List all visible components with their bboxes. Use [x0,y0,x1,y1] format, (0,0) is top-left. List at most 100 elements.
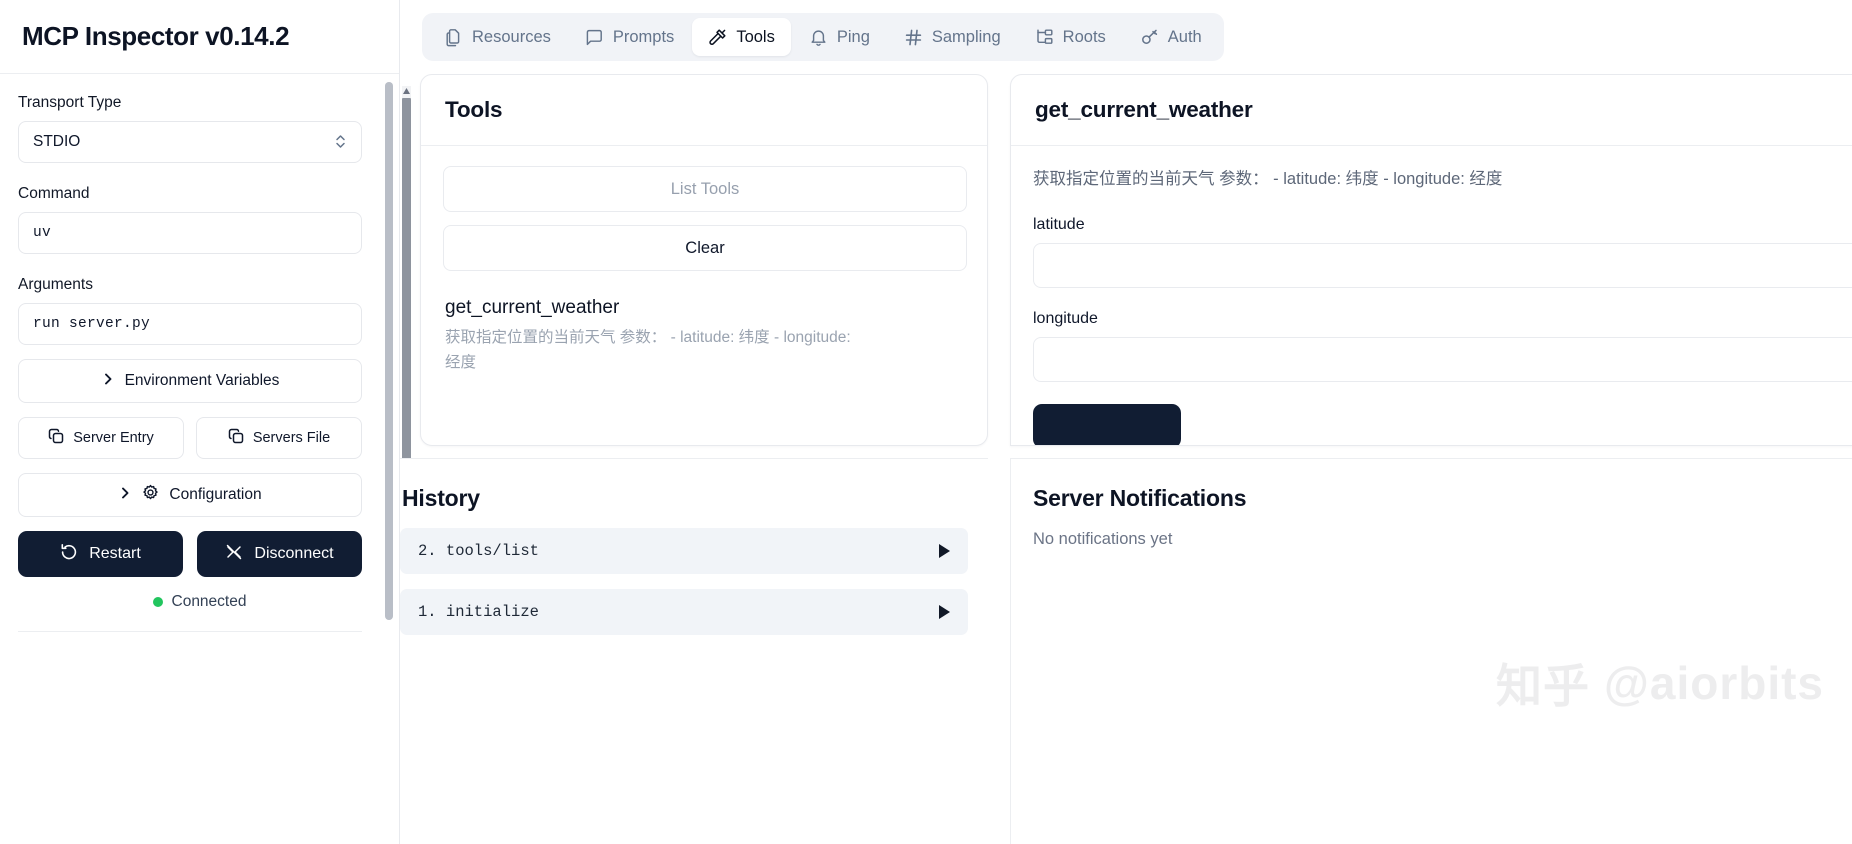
expand-triangle-icon[interactable] [939,605,950,619]
sidebar-scrollbar-thumb[interactable] [385,82,393,620]
tools-panel-title: Tools [445,97,503,122]
clear-button[interactable]: Clear [443,225,967,271]
gear-icon [142,484,159,506]
tab-tools[interactable]: Tools [692,18,791,56]
transport-type-select[interactable]: STDIO [18,121,362,163]
tab-sampling[interactable]: Sampling [888,18,1017,56]
server-notifications-title: Server Notifications [1033,485,1247,511]
tool-detail-description: 获取指定位置的当前天气 参数： - latitude: 纬度 - longitu… [1033,170,1503,188]
main-area: Resources Prompts [400,0,1852,844]
environment-variables-button[interactable]: Environment Variables [18,359,362,403]
tool-detail-body: 获取指定位置的当前天气 参数： - latitude: 纬度 - longitu… [1011,146,1852,445]
servers-file-label: Servers File [252,430,331,446]
latitude-input[interactable] [1033,243,1852,289]
tab-sampling-label: Sampling [931,27,1001,46]
list-item[interactable]: get_current_weather 获取指定位置的当前天气 参数： - la… [443,297,965,375]
connection-buttons-row: Restart Disconnect [18,531,381,577]
server-buttons-row: Server Entry Servers File [18,417,381,459]
tab-resources-label: Resources [472,27,551,46]
tool-detail-title: get_current_weather [1035,97,1253,122]
command-input[interactable]: uv [18,212,362,254]
list-item[interactable]: 2. tools/list [400,528,968,574]
connection-status: Connected [18,593,381,611]
watermark-handle: @aiorbits [1604,657,1824,709]
transport-type-value: STDIO [33,133,81,150]
configuration-label: Configuration [169,486,262,503]
tab-ping[interactable]: Ping [793,18,886,56]
longitude-input[interactable] [1033,337,1852,383]
tab-tools-label: Tools [736,27,775,46]
watermark-logo: 知乎 [1496,660,1590,712]
sidebar: MCP Inspector v0.14.2 Transport Type STD… [0,0,400,844]
sidebar-body: Transport Type STDIO Command uv Argument… [0,74,399,844]
hammer-icon [708,28,727,47]
tab-auth-label: Auth [1167,27,1202,46]
command-value: uv [33,225,52,241]
list-item[interactable]: 1. initialize [400,589,968,635]
sidebar-header: MCP Inspector v0.14.2 [0,0,399,74]
bell-icon [809,28,828,47]
configuration-button[interactable]: Configuration [18,473,362,517]
tab-roots[interactable]: Roots [1019,18,1122,56]
longitude-label: longitude [1033,310,1098,328]
run-tool-button[interactable] [1033,404,1181,445]
tab-prompts[interactable]: Prompts [569,18,690,56]
latitude-label: latitude [1033,216,1085,234]
history-entry-label: 2. tools/list [418,542,539,560]
sidebar-scrollbar[interactable] [385,82,393,620]
folder-tree-icon [1035,28,1054,47]
status-dot-icon [152,597,163,607]
sidebar-divider [18,631,362,632]
copy-icon [48,428,64,448]
tablist: Resources Prompts [422,13,1224,61]
arguments-input[interactable]: run server.py [18,303,362,345]
scroll-up-arrow-icon[interactable] [402,86,411,96]
tool-detail-header: get_current_weather [1011,75,1852,146]
tab-auth[interactable]: Auth [1124,18,1218,56]
main-scrollbar-thumb[interactable] [402,98,411,718]
arguments-value: run server.py [33,316,151,332]
files-icon [444,28,463,47]
main-content: Tools List Tools Clear get_current_weath… [400,74,1852,844]
chevron-right-icon [101,372,115,391]
hash-icon [904,28,923,47]
copy-icon [228,428,244,448]
command-label: Command [18,185,90,202]
tab-prompts-label: Prompts [612,27,675,46]
tool-name: get_current_weather [445,297,620,318]
transport-type-label: Transport Type [18,94,122,111]
tools-panel-header: Tools [421,75,987,146]
server-entry-label: Server Entry [73,430,154,446]
page-title: MCP Inspector v0.14.2 [22,21,290,51]
history-entry-label: 1. initialize [418,603,539,621]
expand-triangle-icon[interactable] [939,544,950,558]
server-notifications-panel: Server Notifications No notifications ye… [1010,458,1852,844]
watermark: 知乎 @aiorbits [1496,650,1824,716]
list-tools-button[interactable]: List Tools [443,166,967,212]
tab-resources[interactable]: Resources [428,18,567,56]
restart-button[interactable]: Restart [18,531,183,577]
chevron-right-icon [118,486,132,505]
environment-variables-label: Environment Variables [124,372,280,389]
arguments-label: Arguments [18,276,93,293]
tab-roots-label: Roots [1062,27,1106,46]
status-badge: Connected [171,593,247,610]
tool-description: 获取指定位置的当前天气 参数： - latitude: 纬度 - longitu… [445,329,851,372]
chevron-up-down-icon [334,133,347,152]
refresh-ccw-icon [60,543,78,566]
key-icon [1140,28,1159,47]
server-notifications-empty: No notifications yet [1033,530,1173,548]
unplug-icon [225,543,243,566]
disconnect-label: Disconnect [254,545,334,562]
disconnect-button[interactable]: Disconnect [197,531,362,577]
restart-label: Restart [89,545,141,562]
servers-file-button[interactable]: Servers File [196,417,362,459]
history-title: History [402,485,480,511]
tabbar: Resources Prompts [400,0,1852,74]
tools-panel: Tools List Tools Clear get_current_weath… [420,74,988,446]
tools-panel-body: List Tools Clear get_current_weather 获取指… [421,146,987,395]
tab-ping-label: Ping [836,27,870,46]
history-panel: History 2. tools/list 1. initialize [400,458,988,844]
server-entry-button[interactable]: Server Entry [18,417,184,459]
